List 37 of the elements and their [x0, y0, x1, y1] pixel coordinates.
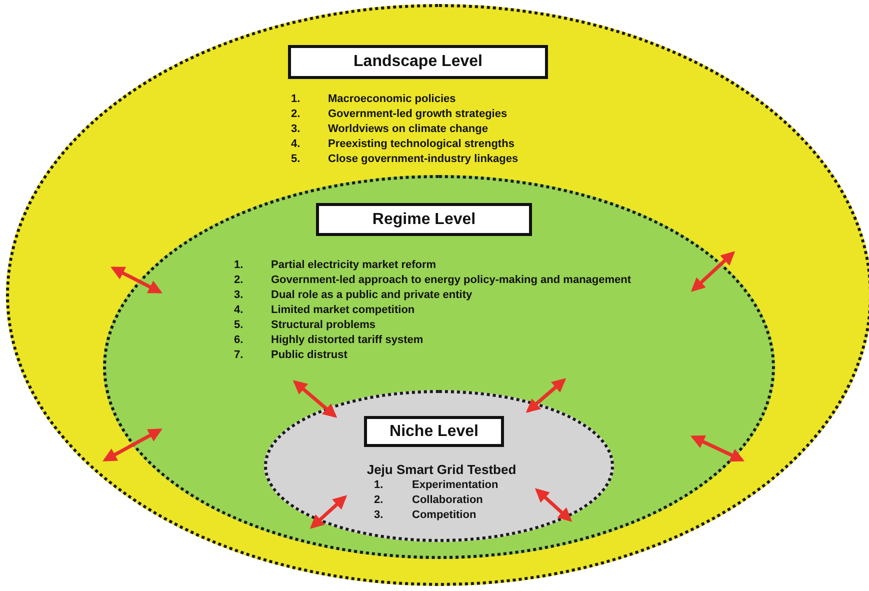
- list-item: Dual role as a public and private entity: [271, 288, 474, 302]
- list-item: Public distrust: [271, 348, 348, 362]
- list-item: Collaboration: [412, 493, 484, 507]
- list-item: Experimentation: [412, 478, 500, 492]
- heading-box: [288, 45, 548, 79]
- list-number: 5.: [291, 152, 302, 166]
- list-number: 3.: [374, 508, 384, 522]
- heading-box: [364, 416, 504, 447]
- list-item: Limited market competition: [271, 303, 416, 317]
- list-number: 1.: [234, 258, 244, 272]
- list-number: 1.: [374, 478, 384, 492]
- list-item: Macroeconomic policies: [328, 92, 457, 106]
- list-item: Structural problems: [271, 318, 377, 332]
- list-number: 2.: [291, 107, 302, 121]
- list-number: 3.: [291, 122, 302, 136]
- list-number: 2.: [234, 273, 244, 287]
- list-number: 3.: [234, 288, 244, 302]
- level-heading: Landscape Level: [354, 53, 482, 71]
- list-number: 6.: [234, 333, 244, 347]
- list-item: Preexisting technological strengths: [328, 137, 516, 151]
- list-number: 4.: [291, 137, 302, 151]
- level-heading: Regime Level: [372, 210, 476, 228]
- list-item: Partial electricity market reform: [271, 258, 438, 272]
- list-number: 2.: [374, 493, 384, 507]
- list-number: 1.: [291, 92, 302, 106]
- list-item: Government-led growth strategies: [328, 107, 508, 121]
- list-item: Highly distorted tariff system: [271, 333, 424, 347]
- list-number: 7.: [234, 348, 244, 362]
- list-number: 4.: [234, 303, 244, 317]
- level-heading: Niche Level: [390, 422, 478, 440]
- list-item: Worldviews on climate change: [328, 122, 489, 136]
- list-item: Competition: [412, 508, 478, 522]
- heading-box: [316, 203, 532, 236]
- subtitle: Jeju Smart Grid Testbed: [366, 463, 518, 477]
- list-item: Close government-industry linkages: [328, 152, 520, 166]
- list-item: Government-led approach to energy policy-making and management: [271, 273, 632, 287]
- list-number: 5.: [234, 318, 244, 332]
